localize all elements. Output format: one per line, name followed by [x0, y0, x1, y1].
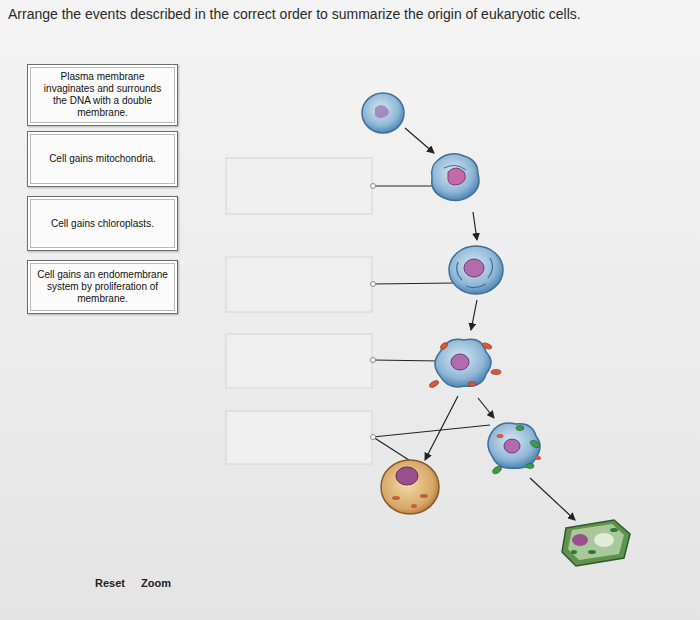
prokaryote-cell — [362, 93, 404, 133]
tile-text: Plasma membrane invaginates and surround… — [36, 71, 169, 119]
question-title: Arrange the events described in the corr… — [8, 6, 696, 22]
control-button: Zoom — [141, 577, 171, 589]
nucleated-cell — [449, 246, 503, 294]
answer-tile: Cell gains chloroplasts. — [27, 196, 178, 251]
answer-tile: Plasma membrane invaginates and surround… — [27, 64, 178, 126]
answer-tile: Cell gains an endomembrane system by pro… — [27, 260, 178, 314]
tile-text: Cell gains mitochondria. — [49, 153, 156, 165]
process-arrows — [405, 128, 575, 520]
drop-targets — [226, 158, 372, 464]
plant-cell — [562, 520, 630, 566]
animal-cell — [381, 460, 439, 514]
infolding-cell — [432, 154, 479, 201]
leader-dots — [371, 184, 376, 440]
tile-text: Cell gains chloroplasts. — [51, 218, 154, 230]
leader-lines — [373, 186, 490, 462]
chloroplast-cell — [488, 423, 541, 475]
mitochondria-cell — [428, 339, 501, 388]
answer-tile: Cell gains mitochondria. — [27, 131, 178, 187]
control-button: Reset — [95, 577, 125, 589]
tile-text: Cell gains an endomembrane system by pro… — [36, 269, 169, 305]
